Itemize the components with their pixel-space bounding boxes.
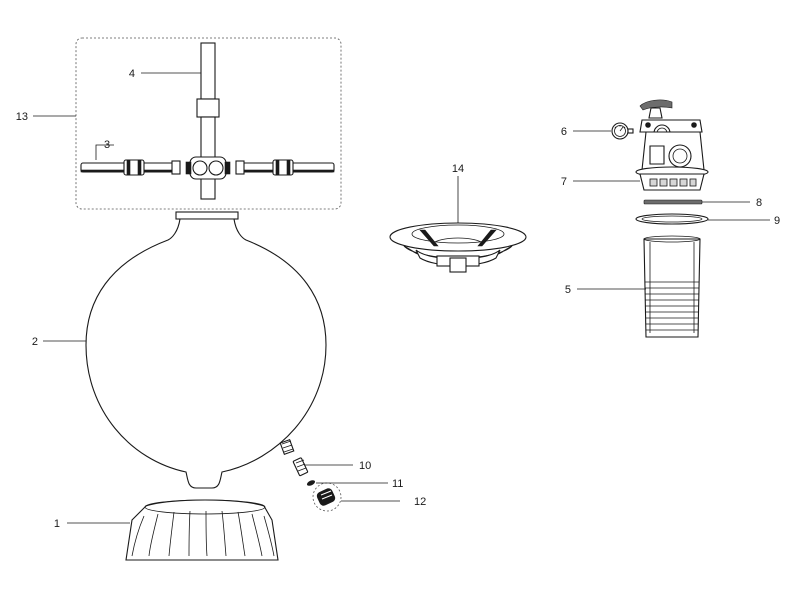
label-9: 9 <box>774 215 780 227</box>
callout-labels: 1 2 3 4 5 6 7 8 9 10 11 12 13 14 <box>16 68 780 530</box>
leader-3 <box>95 144 114 160</box>
strainer-basket <box>643 235 701 338</box>
drain-plug <box>292 457 309 477</box>
label-4: 4 <box>129 68 135 80</box>
gasket <box>635 213 709 225</box>
label-6: 6 <box>561 126 567 138</box>
multiport-valve <box>635 99 709 191</box>
label-5: 5 <box>565 284 571 296</box>
o-ring <box>643 199 703 205</box>
label-12: 12 <box>414 496 426 508</box>
label-13: 13 <box>16 111 28 123</box>
leader-lines <box>33 72 770 524</box>
label-2: 2 <box>32 336 38 348</box>
drain-o-ring <box>306 480 316 486</box>
sand-shield <box>389 222 527 273</box>
lateral-arm-left <box>80 159 181 176</box>
drain-cap <box>312 482 342 512</box>
drain-fitting <box>279 438 295 456</box>
label-7: 7 <box>561 176 567 188</box>
label-10: 10 <box>359 460 371 472</box>
lateral-arm-right <box>235 159 335 176</box>
base-stand <box>125 499 279 561</box>
lateral-assembly-group <box>75 37 342 210</box>
standpipe <box>185 42 231 200</box>
label-14: 14 <box>452 163 464 175</box>
group-dashed-box <box>75 37 342 210</box>
label-3: 3 <box>104 139 110 151</box>
pressure-gauge <box>611 122 634 140</box>
label-1: 1 <box>54 518 60 530</box>
label-8: 8 <box>756 197 762 209</box>
tank-body <box>85 211 327 489</box>
label-11: 11 <box>392 478 403 490</box>
